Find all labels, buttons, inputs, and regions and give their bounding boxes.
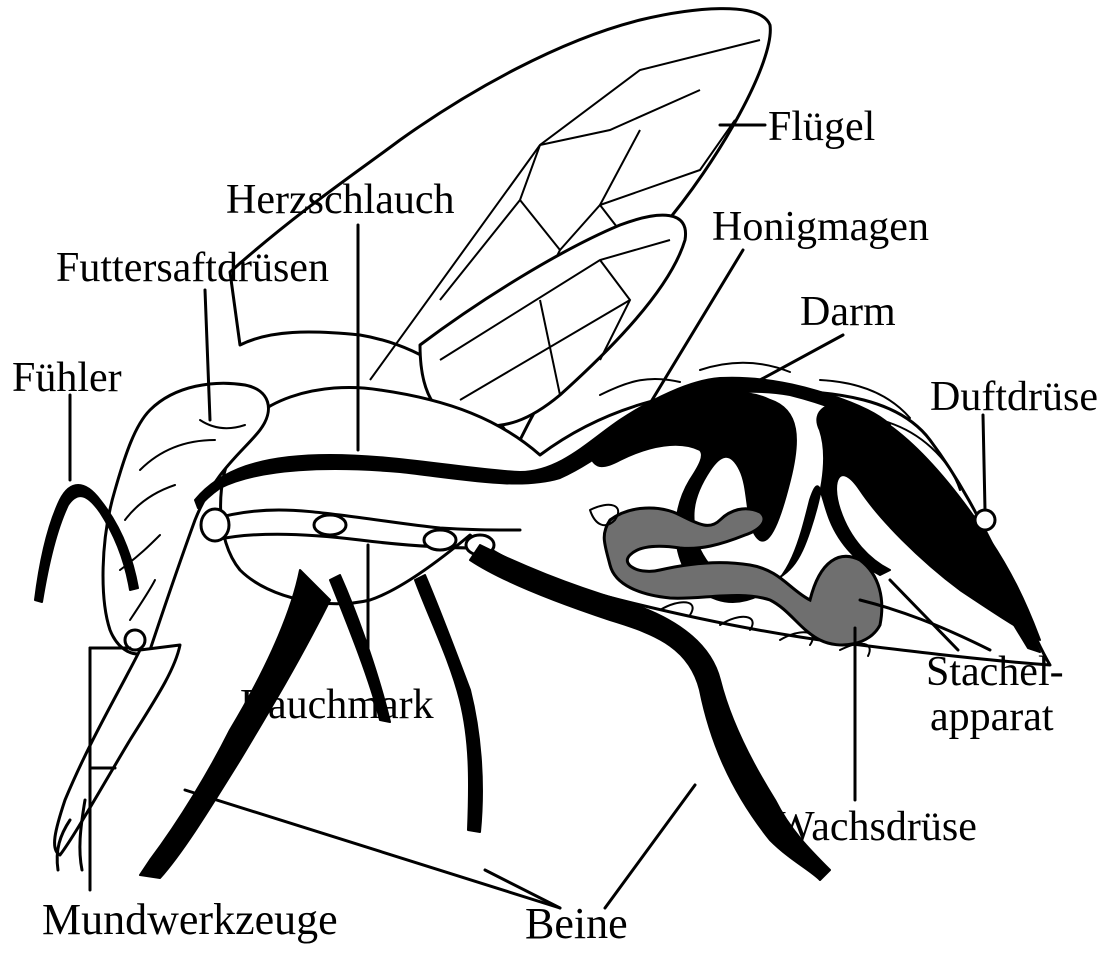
label-beine: Beine bbox=[525, 902, 628, 946]
label-stachel-line2: apparat bbox=[930, 695, 1054, 739]
label-bauchmark: Bauchmark bbox=[240, 683, 434, 727]
label-stachel-line1: Stachel- bbox=[926, 650, 1064, 694]
label-herzschlauch: Herzschlauch bbox=[226, 178, 455, 222]
label-mundwerkzeuge: Mundwerkzeuge bbox=[42, 898, 338, 942]
label-wachsdruese: Wachsdrüse bbox=[775, 805, 977, 849]
mouthparts bbox=[55, 645, 180, 870]
label-fuehler: Fühler bbox=[12, 356, 122, 400]
label-honigmagen: Honigmagen bbox=[712, 205, 929, 249]
label-duftdruese: Duftdrüse bbox=[930, 375, 1098, 419]
label-fluegel: Flügel bbox=[768, 105, 875, 149]
label-futtersaftdruesen: Futtersaftdrüsen bbox=[56, 246, 329, 290]
scent-gland bbox=[975, 510, 995, 530]
label-darm: Darm bbox=[800, 290, 896, 334]
